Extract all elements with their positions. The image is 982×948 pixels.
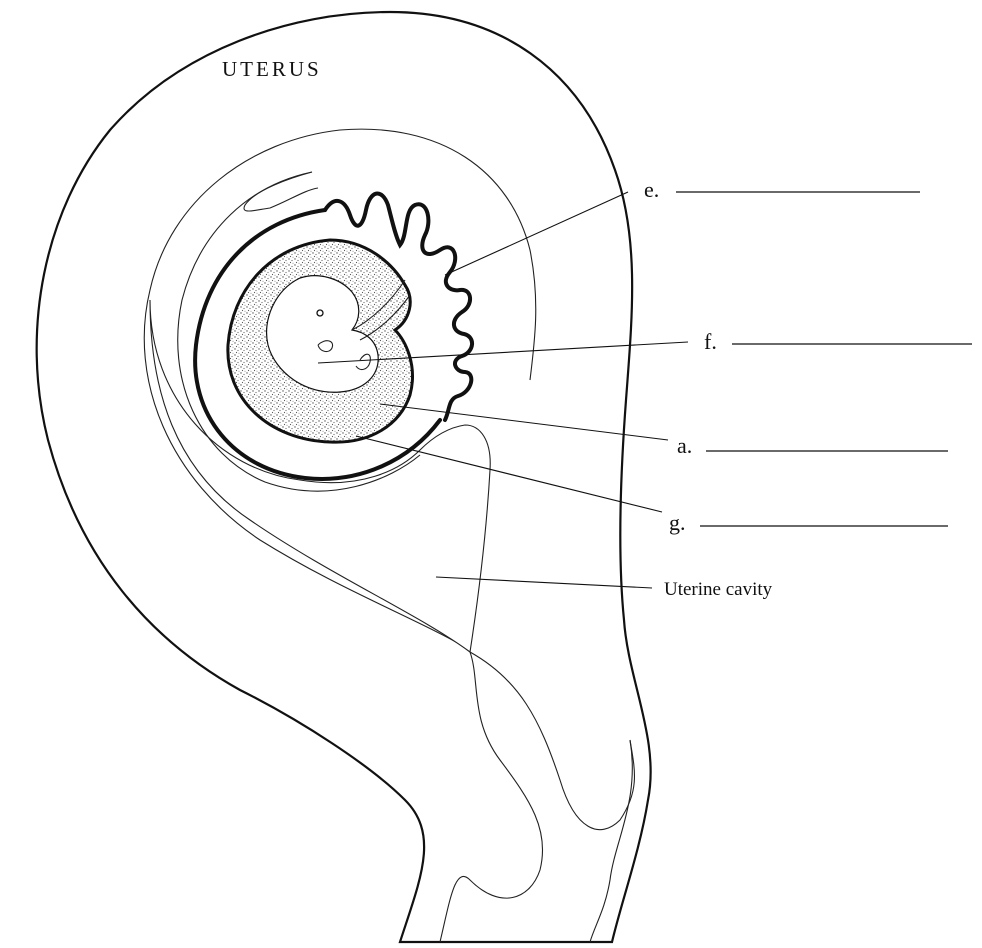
decidua-capsularis-fold xyxy=(244,172,318,211)
label-e: e. xyxy=(644,177,659,202)
label-uterine-cavity: Uterine cavity xyxy=(664,579,773,600)
label-g: g. xyxy=(669,510,686,535)
cervical-canal-right xyxy=(470,652,634,830)
uterus-title: UTERUS xyxy=(222,57,322,81)
cervical-canal-left xyxy=(440,652,543,942)
vaginal-fold xyxy=(590,740,632,942)
label-f: f. xyxy=(704,329,717,354)
label-a: a. xyxy=(677,433,692,458)
leader-line-e xyxy=(445,192,628,275)
